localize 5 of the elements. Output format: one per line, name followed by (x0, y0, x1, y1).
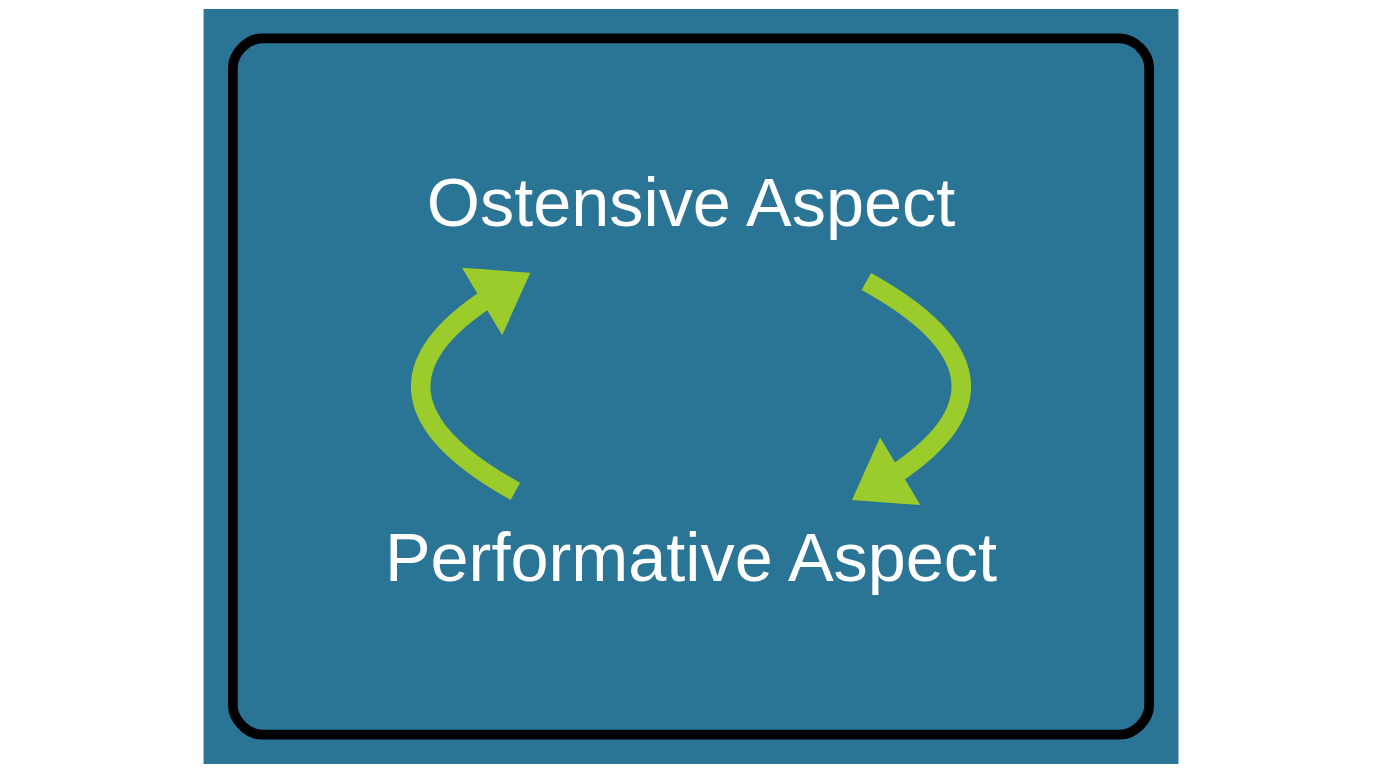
arrow (410, 267, 530, 500)
node-text: Performative Aspect (384, 518, 997, 594)
arrow (851, 272, 971, 505)
node-text: Ostensive Aspect (426, 163, 955, 240)
cluster (227, 32, 1154, 740)
